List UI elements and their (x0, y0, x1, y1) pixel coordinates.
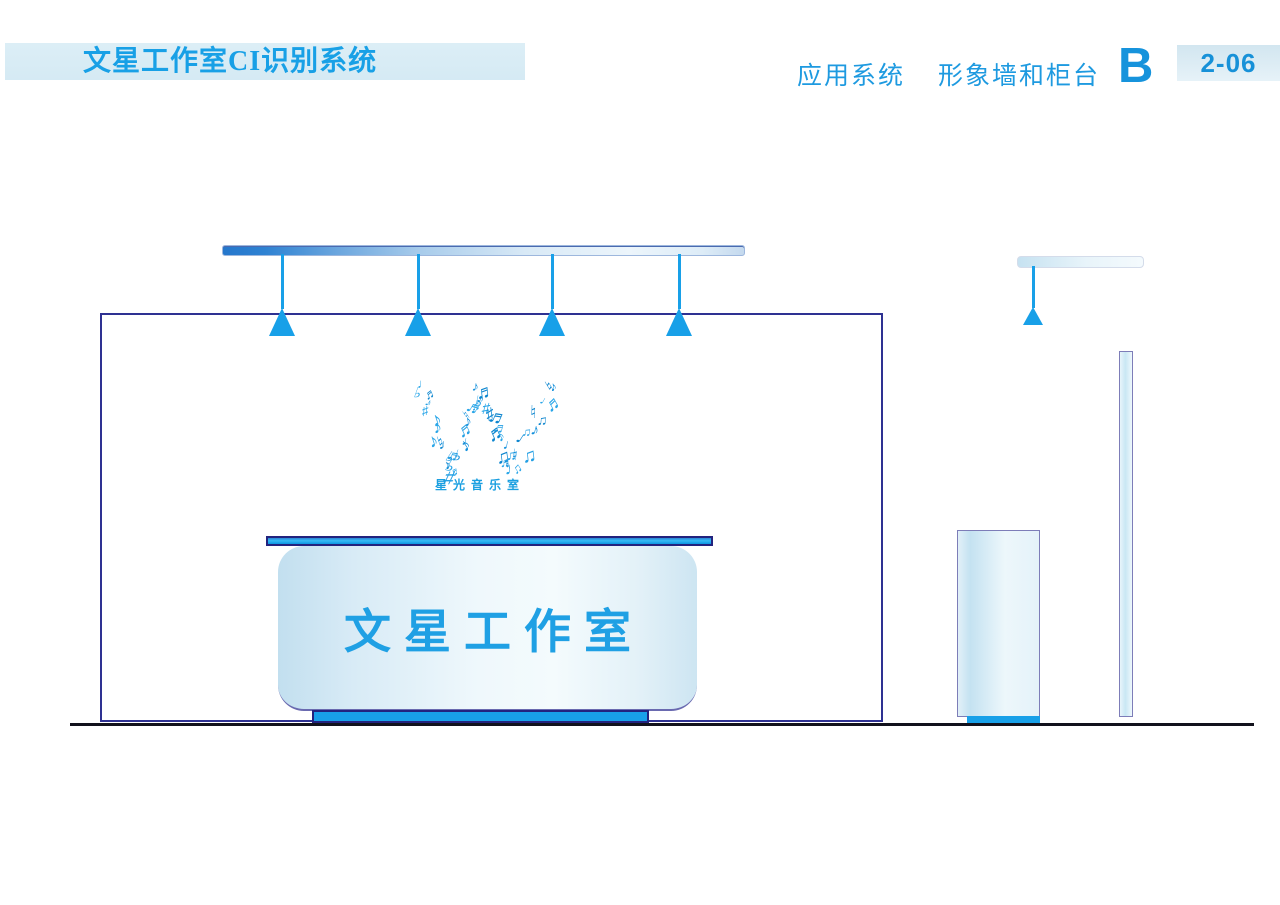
page-code: 2-06 (1200, 47, 1257, 78)
pendant-stem (281, 254, 284, 309)
counter-base-side (967, 716, 1040, 723)
page-title: 文星工作室CI识别系统 (83, 46, 378, 77)
pendant-stem (678, 254, 681, 309)
spotlight-cone-icon (405, 308, 431, 336)
music-note-icon: ♮ (530, 401, 538, 422)
counter-base-plinth (312, 710, 649, 723)
page-label: 形象墙和柜台 (938, 63, 1101, 90)
reception-counter-side (957, 530, 1040, 717)
page-code-box: 2-06 (1177, 45, 1280, 81)
reception-counter-front: 文星工作室 (278, 546, 697, 711)
ceiling-light-track-side (1017, 256, 1144, 268)
image-wall-side-profile (1119, 351, 1133, 717)
pendant-stem (417, 254, 420, 309)
counter-top-shelf (266, 536, 713, 546)
pendant-stem (1032, 266, 1035, 308)
spotlight-cone-icon (539, 308, 565, 336)
spotlight-cone-icon (269, 308, 295, 336)
w-music-logo: ♩♭♬♪♯♪♪♪♮♩♬♪♯♬♭♭♭♩♪♬♪♮♫♬♪♪♬♭♯♬♯♬♬♪♩♫♫♬♩♫… (405, 372, 567, 490)
spotlight-cone-icon (666, 308, 692, 336)
header-title-bar: 文星工作室CI识别系统 (5, 43, 525, 80)
counter-brand-text: 文星工作室 (344, 607, 644, 659)
ceiling-light-track-front (222, 245, 745, 256)
pendant-stem (551, 254, 554, 309)
section-index-letter: B (1118, 39, 1154, 93)
logo-caption: 星光音乐室 (434, 478, 525, 492)
section-label: 应用系统 (797, 63, 906, 90)
floor-line (70, 723, 1254, 726)
spotlight-cone-icon (1023, 307, 1043, 325)
music-note-icon: ♫ (536, 412, 549, 429)
